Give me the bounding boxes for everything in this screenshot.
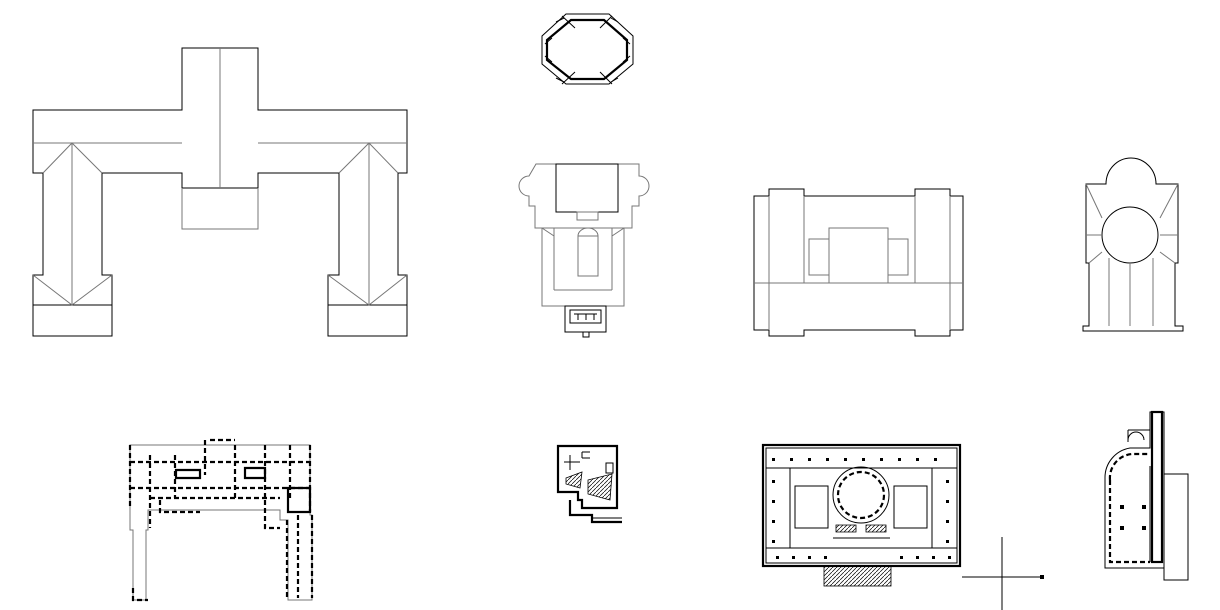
- floor-plan-rotunda[interactable]: [761, 443, 962, 587]
- floor-plan-small[interactable]: [556, 444, 622, 524]
- roof-plan-u-shaped[interactable]: [32, 47, 408, 337]
- roof-plan-chapel[interactable]: [518, 163, 650, 338]
- crosshair-marker: [962, 537, 1044, 610]
- floor-plan-apse[interactable]: [1104, 410, 1189, 581]
- roof-plan-rectangular[interactable]: [753, 188, 964, 337]
- floor-plan-u-shaped[interactable]: [128, 438, 314, 602]
- octagon-plan[interactable]: [541, 13, 634, 85]
- roof-plan-domed-cross[interactable]: [1082, 157, 1184, 332]
- column-dots: [772, 458, 951, 559]
